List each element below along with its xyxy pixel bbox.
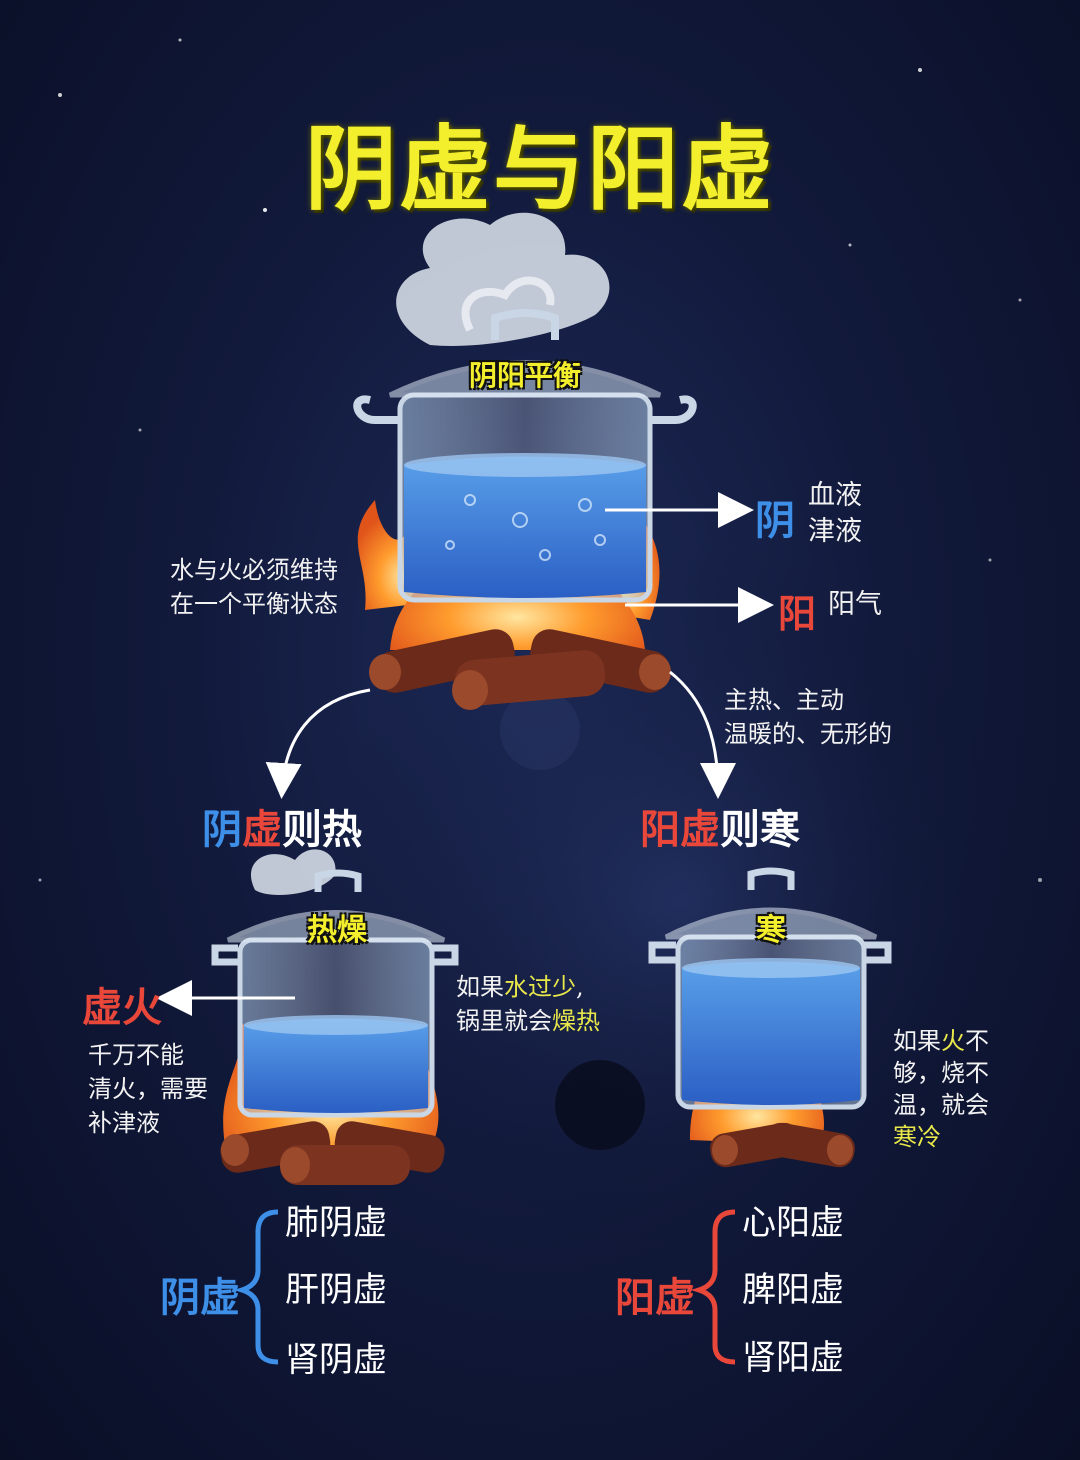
- left-note-right: 如果水过少, 锅里就会燥热: [456, 970, 600, 1038]
- left-heading-rest: 则热: [282, 807, 362, 853]
- top-pot-body: [353, 309, 697, 603]
- left-logs: [220, 1121, 445, 1185]
- page-title: 阴虚与阳虚: [304, 116, 775, 223]
- yang-char: 阳: [778, 592, 817, 636]
- right-note-l1b: 火: [941, 1027, 965, 1055]
- right-note-l1a: 如果: [893, 1027, 941, 1055]
- top-pot-label: 阴阳平衡: [468, 359, 581, 392]
- right-note-line2: 够，烧不: [893, 1059, 989, 1087]
- left-steam: [250, 849, 336, 895]
- yin-desc-line2: 津液: [808, 516, 862, 547]
- left-note-right-l1c: ,: [576, 973, 584, 1001]
- top-steam: [396, 212, 610, 346]
- right-note-l1c: 不: [965, 1027, 989, 1055]
- balance-note-line2: 在一个平衡状态: [170, 590, 338, 618]
- left-note-right-l1b: 水过少: [504, 973, 576, 1001]
- left-note-right-line1: 如果水过少,: [456, 970, 600, 1004]
- right-heading: 阳虚则寒: [640, 797, 800, 855]
- left-pot-body: [211, 869, 459, 1118]
- left-pot-label: 热燥: [307, 913, 367, 948]
- balance-note: 水与火必须维持 在一个平衡状态: [170, 553, 338, 621]
- left-note-left-line3: 补津液: [88, 1109, 160, 1137]
- balance-note-line1: 水与火必须维持: [170, 556, 338, 584]
- list-item: 肺阴虚: [285, 1203, 387, 1243]
- left-branch-arrow: [265, 688, 371, 799]
- list-item: 脾阳虚: [742, 1270, 844, 1310]
- yin-desc: 血液 津液: [808, 478, 862, 550]
- left-heading: 阴虚则热: [202, 797, 362, 855]
- stars: [38, 38, 1042, 882]
- left-heading-xu: 虚: [242, 807, 282, 853]
- left-note-right-l1a: 如果: [456, 973, 504, 1001]
- yang-xu-group-label: 阳虚: [615, 1275, 695, 1321]
- right-note-line3: 温，就会: [893, 1091, 989, 1119]
- yin-desc-line1: 血液: [808, 480, 862, 511]
- yang-note-line2: 温暖的、无形的: [724, 720, 892, 748]
- right-note-line1: 如果火不: [893, 1025, 989, 1057]
- right-heading-xu: 虚: [680, 807, 720, 853]
- list-item: 肾阴虚: [285, 1340, 387, 1380]
- right-logs: [710, 1122, 855, 1168]
- yang-note-line1: 主热、主动: [724, 686, 844, 714]
- left-note-left-line2: 清火，需要: [88, 1075, 208, 1103]
- left-note-left-line1: 千万不能: [88, 1041, 184, 1069]
- xuhuo-label: 虚火: [82, 985, 162, 1031]
- list-item: 心阳虚: [742, 1203, 844, 1243]
- right-brace: [690, 1209, 736, 1365]
- yang-note: 主热、主动 温暖的、无形的: [724, 683, 892, 751]
- list-item: 肾阳虚: [742, 1338, 844, 1378]
- right-heading-rest: 则寒: [720, 807, 800, 853]
- left-note-left: 千万不能 清火，需要 补津液: [88, 1038, 208, 1140]
- left-heading-yin: 阴: [202, 807, 242, 853]
- yang-desc: 阳气: [828, 589, 882, 620]
- right-note-line4: 寒冷: [893, 1123, 941, 1151]
- yin-xu-group-label: 阴虚: [160, 1275, 240, 1321]
- left-brace: [233, 1209, 279, 1365]
- yin-char: 阴: [755, 498, 795, 544]
- right-branch-arrow: [669, 670, 736, 799]
- left-note-right-l2a: 锅里就会: [456, 1007, 552, 1035]
- yinyang-dot-light: [500, 690, 580, 770]
- right-note: 如果火不 够，烧不 温，就会 寒冷: [893, 1025, 989, 1153]
- right-pot-label: 寒: [756, 913, 786, 948]
- right-pot-body: [648, 867, 892, 1110]
- left-note-right-line2: 锅里就会燥热: [456, 1004, 600, 1038]
- right-heading-yang: 阳: [640, 807, 680, 853]
- yinyang-dot: [555, 1060, 645, 1150]
- list-item: 肝阴虚: [285, 1270, 387, 1310]
- left-note-right-l2b: 燥热: [552, 1007, 600, 1035]
- top-logs: [369, 629, 671, 710]
